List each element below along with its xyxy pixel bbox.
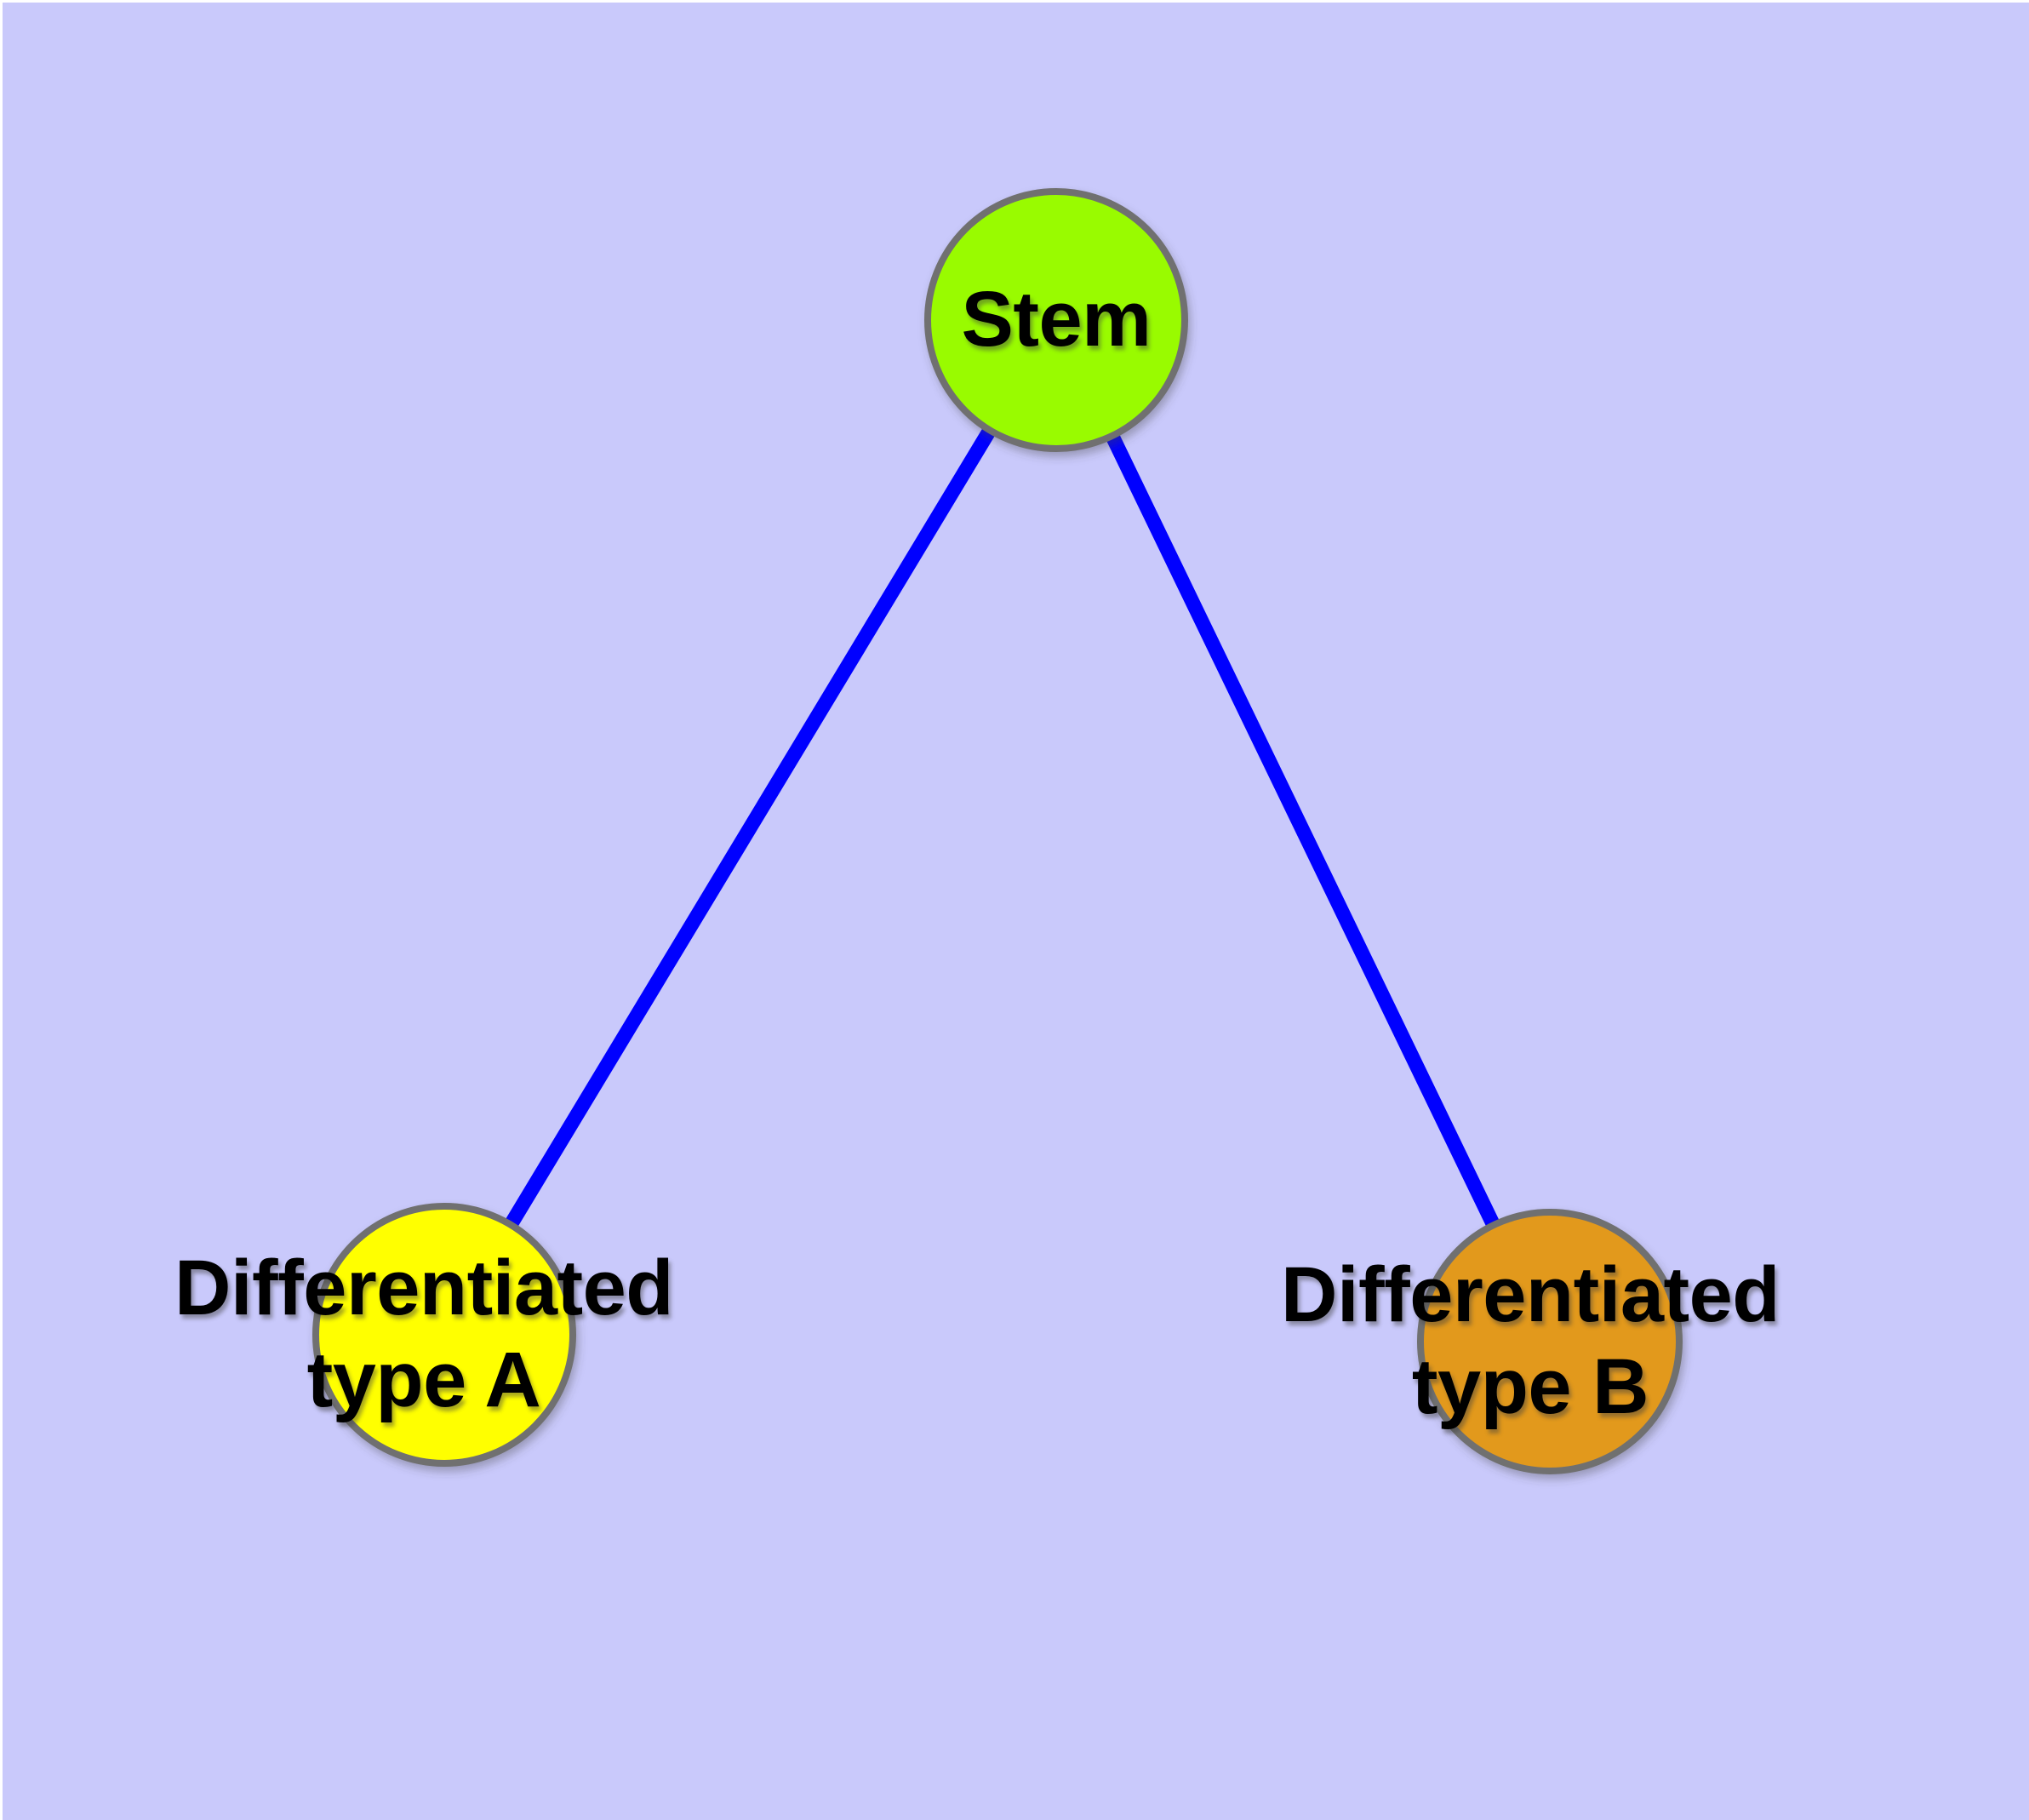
graph-layer bbox=[312, 188, 1683, 1474]
type-a-node bbox=[312, 1203, 576, 1467]
stem-node bbox=[924, 188, 1188, 452]
type-b-label-line2: type B bbox=[1411, 1343, 1649, 1430]
type-a-label-line1: Differentiated bbox=[174, 1245, 673, 1331]
type-b-node bbox=[1417, 1209, 1683, 1474]
type-b-node-label: Differentiated type B bbox=[1281, 1249, 1780, 1433]
stem-node-label: Stem bbox=[962, 273, 1152, 365]
type-a-node-label: Differentiated type A bbox=[174, 1242, 673, 1426]
edge-stem-to-type-a bbox=[437, 312, 1064, 1342]
type-a-label-line2: type A bbox=[306, 1336, 541, 1423]
stem-label-text: Stem bbox=[961, 276, 1152, 363]
type-b-label-line1: Differentiated bbox=[1281, 1251, 1780, 1338]
edge-stem-to-type-b bbox=[1049, 312, 1557, 1349]
